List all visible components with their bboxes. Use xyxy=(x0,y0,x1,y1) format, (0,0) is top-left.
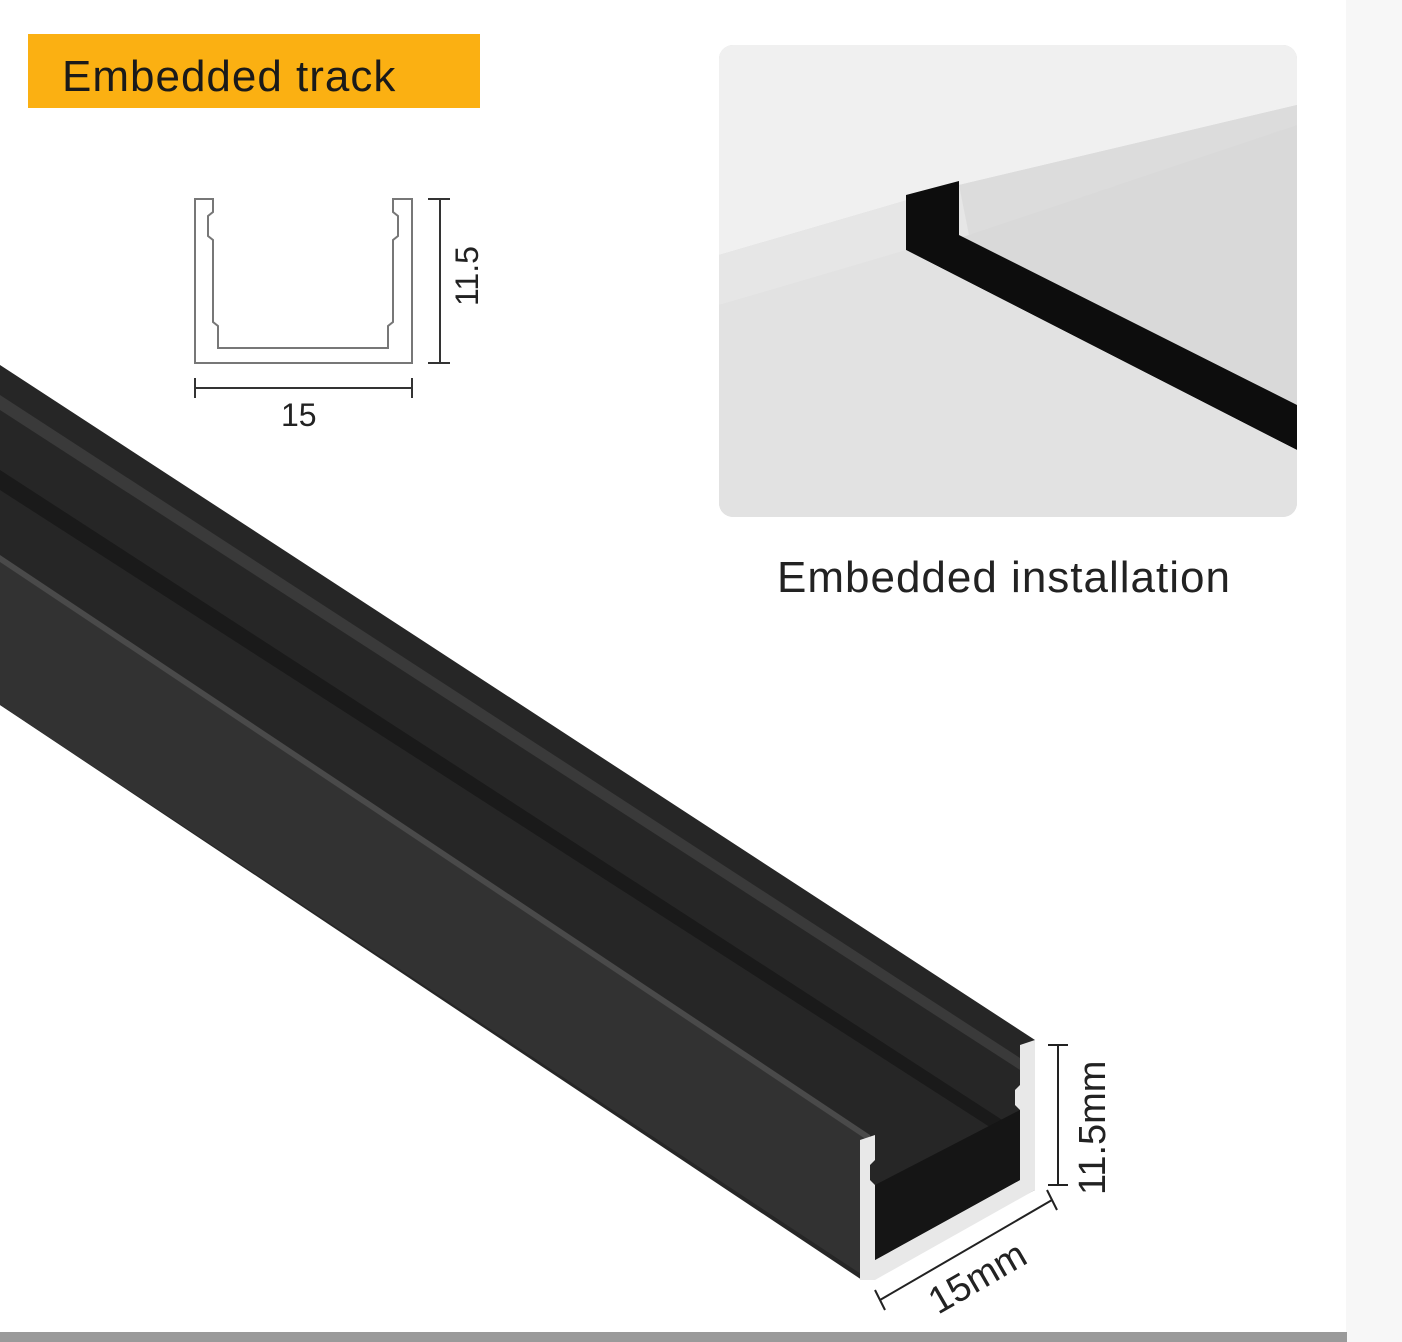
title-text: Embedded track xyxy=(62,52,397,101)
cross-section-width-label: 15 xyxy=(281,397,317,433)
profile-dimension-lines xyxy=(874,1044,1068,1311)
profile-width-label: 15mm xyxy=(922,1234,1034,1323)
cross-section-diagram xyxy=(194,198,450,398)
bottom-divider xyxy=(0,1332,1347,1342)
installation-caption: Embedded installation xyxy=(777,553,1231,602)
profile-height-label: 11.5mm xyxy=(1072,1061,1114,1195)
installation-photo xyxy=(719,45,1297,517)
aluminium-profile xyxy=(0,365,1035,1280)
cross-section-height-label: 11.5 xyxy=(449,246,485,306)
title-badge: Embedded track xyxy=(28,34,480,108)
background-strip xyxy=(1346,0,1402,1342)
installation-illustration xyxy=(719,45,1297,517)
